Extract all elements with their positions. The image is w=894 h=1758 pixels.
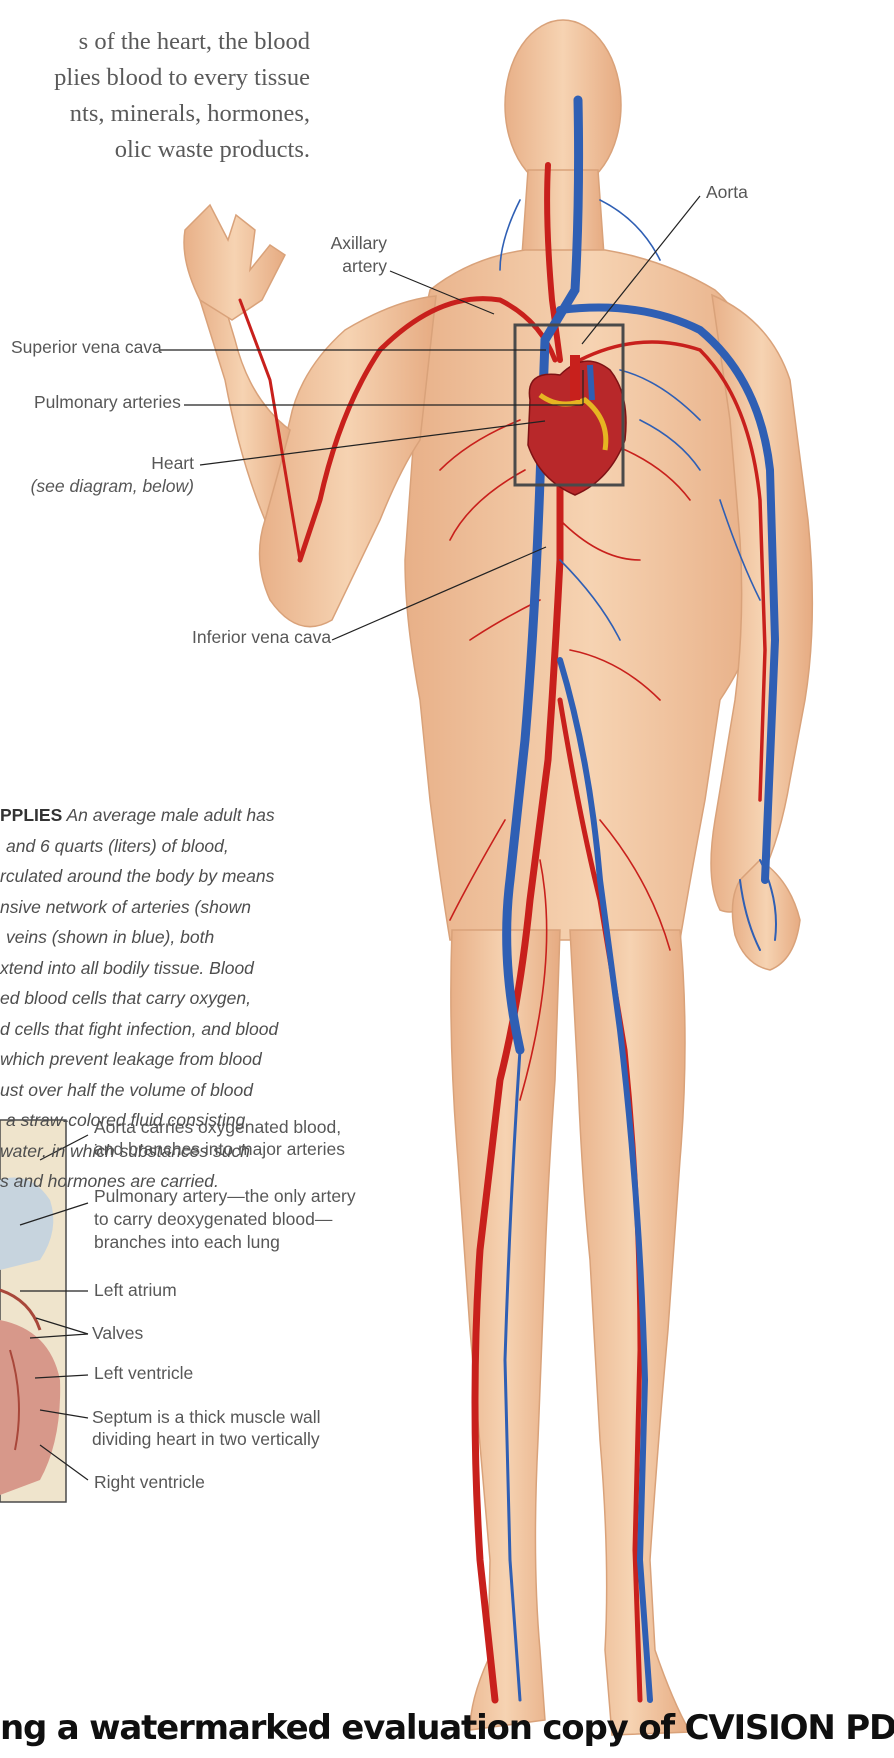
label-pulmonary-note-line-1: Pulmonary artery—the only artery	[94, 1185, 356, 1208]
label-axillary-line-2: artery	[320, 255, 387, 278]
label-heart: Heart (see diagram, below)	[20, 452, 194, 498]
label-pulmonary-arteries: Pulmonary arteries	[34, 391, 181, 414]
caption-line-2: and 6 quarts (liters) of blood,	[0, 831, 330, 862]
evaluation-watermark: ng a watermarked evaluation copy of CVIS…	[0, 1708, 894, 1748]
caption-line-5: veins (shown in blue), both	[0, 922, 330, 953]
caption-line-8: d cells that fight infection, and blood	[0, 1014, 330, 1045]
label-aorta-note-line-2: and branches into major arteries	[94, 1138, 345, 1160]
label-aorta-note-line-1: Aorta carries oxygenated blood,	[94, 1116, 345, 1138]
label-valves: Valves	[92, 1322, 143, 1345]
label-septum-line-1: Septum is a thick muscle wall	[92, 1406, 321, 1428]
caption-heading: PPLIES	[0, 805, 62, 825]
caption-line-1: PPLIES An average male adult has	[0, 800, 330, 831]
label-pulmonary-artery-note: Pulmonary artery—the only artery to carr…	[94, 1185, 356, 1254]
label-aorta: Aorta	[706, 181, 748, 204]
caption-line-9: which prevent leakage from blood	[0, 1044, 330, 1075]
caption-line-3: rculated around the body by means	[0, 861, 330, 892]
label-pulmonary-note-line-2: to carry deoxygenated blood—	[94, 1208, 356, 1231]
label-left-ventricle: Left ventricle	[94, 1362, 193, 1385]
caption-line-10: ust over half the volume of blood	[0, 1075, 330, 1106]
label-pulmonary-note-line-3: branches into each lung	[94, 1231, 356, 1254]
label-septum-note: Septum is a thick muscle wall dividing h…	[92, 1406, 321, 1450]
caption-line-4: nsive network of arteries (shown	[0, 892, 330, 923]
label-axillary-artery: Axillary artery	[320, 232, 387, 278]
label-heart-title: Heart	[20, 452, 194, 475]
caption-line-6: xtend into all bodily tissue. Blood	[0, 953, 330, 984]
label-aorta-note: Aorta carries oxygenated blood, and bran…	[94, 1116, 345, 1160]
label-axillary-line-1: Axillary	[320, 232, 387, 255]
label-left-atrium: Left atrium	[94, 1279, 177, 1302]
label-right-ventricle: Right ventricle	[94, 1471, 205, 1494]
label-septum-line-2: dividing heart in two vertically	[92, 1428, 321, 1450]
label-superior-vena-cava: Superior vena cava	[11, 336, 162, 359]
caption-first-line-rest: An average male adult has	[62, 805, 274, 825]
caption-line-7: ed blood cells that carry oxygen,	[0, 983, 330, 1014]
label-heart-note: (see diagram, below)	[20, 475, 194, 498]
label-inferior-vena-cava: Inferior vena cava	[192, 626, 331, 649]
